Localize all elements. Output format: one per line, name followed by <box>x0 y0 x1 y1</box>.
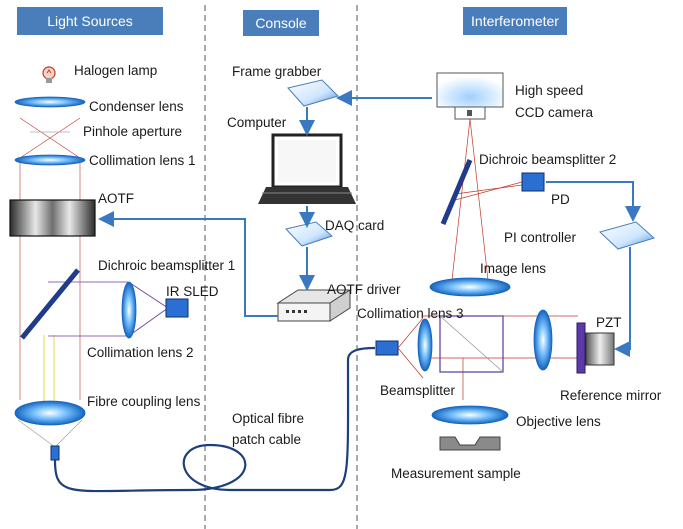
label-optical-fibre-line2: patch cable <box>232 432 301 447</box>
objective-lens-bottom <box>431 405 509 425</box>
label-measurement-sample: Measurement sample <box>391 466 521 481</box>
image-lens <box>429 277 511 297</box>
header-interferometer: Interferometer <box>463 7 567 35</box>
beamsplitter-cube <box>439 315 504 373</box>
label-beamsplitter: Beamsplitter <box>380 383 456 398</box>
dichroic-beamsplitter-2 <box>440 159 473 225</box>
dichroic-beamsplitter-1 <box>20 268 80 340</box>
label-aotf: AOTF <box>98 191 134 206</box>
label-image-lens: Image lens <box>480 261 546 276</box>
label-high-speed-line1: High speed <box>515 83 583 98</box>
fibre-connector-left <box>50 445 60 461</box>
label-dichroic-beamsplitter-1: Dichroic beamsplitter 1 <box>98 258 235 273</box>
label-optical-fibre-line1: Optical fibre <box>232 411 304 426</box>
pzt-actuator <box>585 332 615 366</box>
ir-beams-purple <box>48 281 169 337</box>
collimation-lens-1 <box>14 154 86 166</box>
objective-lens-right <box>533 309 553 371</box>
label-fibre-coupling-lens: Fibre coupling lens <box>87 394 201 409</box>
header-console-text: Console <box>255 15 307 31</box>
light-beams-left <box>19 117 81 400</box>
label-pzt: PZT <box>596 315 622 330</box>
label-halogen-lamp: Halogen lamp <box>74 63 157 78</box>
aotf-device <box>9 199 96 237</box>
label-condenser-lens: Condenser lens <box>89 99 184 114</box>
connector-lines <box>98 90 641 357</box>
pd-detector <box>521 172 545 192</box>
collimation-lens-2 <box>121 281 137 339</box>
label-collimation-lens-2: Collimation lens 2 <box>87 345 194 360</box>
measurement-sample <box>439 436 501 451</box>
header-interferometer-text: Interferometer <box>471 13 559 29</box>
collimation-lens-3 <box>417 318 433 372</box>
label-dichroic-beamsplitter-2: Dichroic beamsplitter 2 <box>479 152 616 167</box>
label-collimation-lens-3: Collimation lens 3 <box>357 306 464 321</box>
label-collimation-lens-1: Collimation lens 1 <box>89 153 196 168</box>
ccd-camera <box>436 72 504 120</box>
fibre-coupling-lens <box>14 400 86 426</box>
ir-beams <box>43 335 55 405</box>
label-pd: PD <box>551 192 570 207</box>
label-ir-sled: IR SLED <box>166 284 219 299</box>
header-light-sources-text: Light Sources <box>47 13 133 29</box>
header-console: Console <box>243 10 319 36</box>
coupling-cone <box>17 419 83 448</box>
label-computer: Computer <box>227 115 287 130</box>
label-frame-grabber: Frame grabber <box>232 64 322 79</box>
reference-mirror <box>576 322 586 374</box>
interferometer-beams <box>397 118 578 400</box>
label-objective-lens: Objective lens <box>516 414 601 429</box>
ir-sled-source <box>165 298 189 318</box>
frame-grabber-card <box>287 79 339 107</box>
header-light-sources: Light Sources <box>17 7 163 35</box>
label-daq-card: DAQ card <box>325 218 384 233</box>
optical-fibre-cable <box>53 346 376 493</box>
computer-icon <box>258 133 356 204</box>
label-pinhole-aperture: Pinhole aperture <box>83 124 182 139</box>
label-pi-controller: PI controller <box>504 230 577 245</box>
fibre-connector-right <box>375 340 399 356</box>
halogen-lamp-icon <box>42 66 56 83</box>
beamsplitter-diagonal <box>439 315 504 373</box>
condenser-lens <box>14 96 86 108</box>
aotf-driver-box <box>276 289 352 322</box>
label-aotf-driver: AOTF driver <box>327 282 401 297</box>
label-high-speed-line2: CCD camera <box>515 105 594 120</box>
pi-controller-card <box>599 221 655 250</box>
label-reference-mirror: Reference mirror <box>560 388 662 403</box>
